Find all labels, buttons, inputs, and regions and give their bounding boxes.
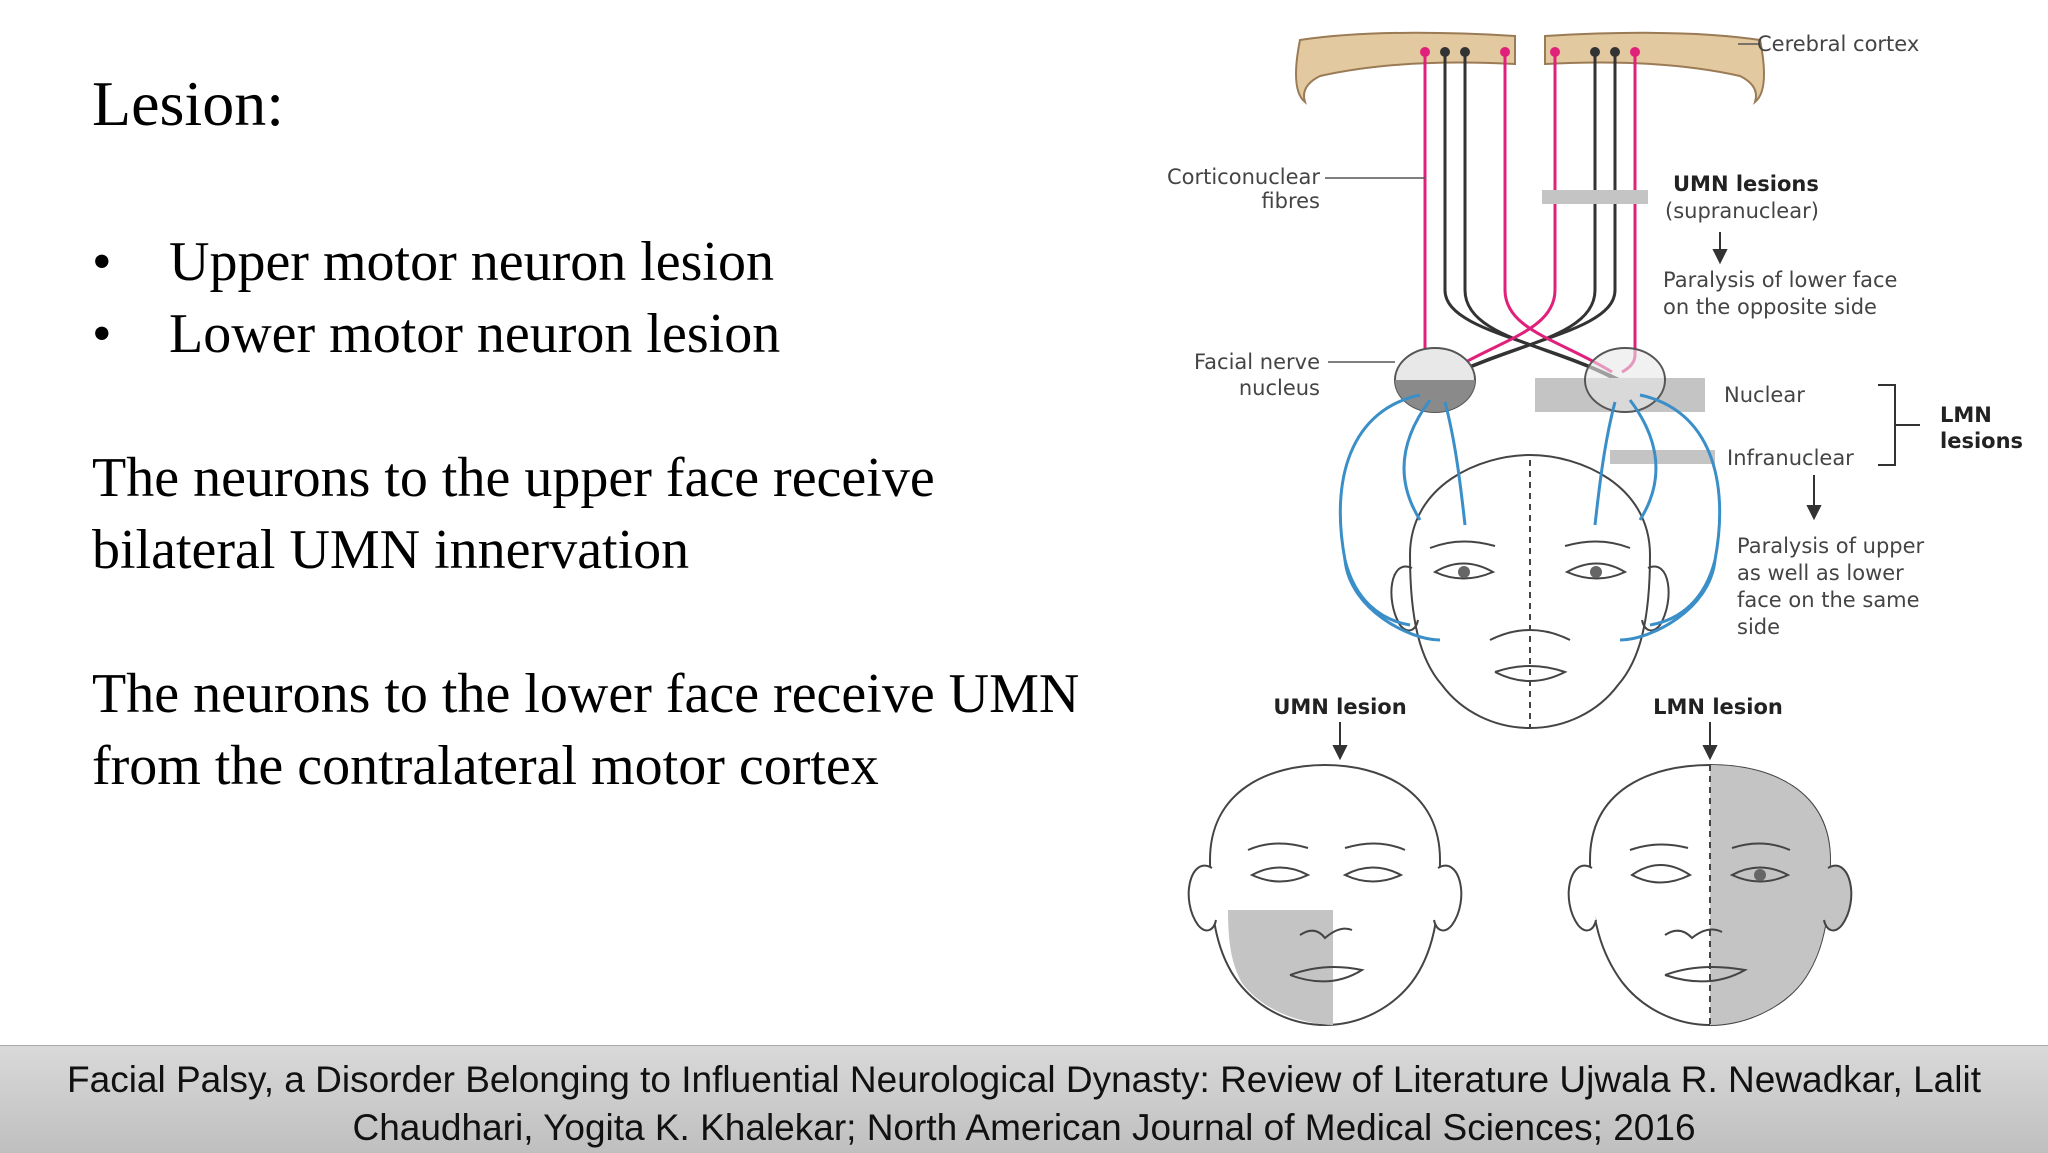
eye-right xyxy=(1564,562,1628,580)
eye-left xyxy=(1432,562,1496,580)
label-lmn: LMN xyxy=(1940,403,1992,427)
arrow-head xyxy=(1702,745,1718,761)
neuron-body-black xyxy=(1440,47,1450,57)
fibre-pink xyxy=(1621,52,1637,374)
facial-nerve-branch-left xyxy=(1343,559,1441,642)
cerebral-cortex-left xyxy=(1295,31,1516,105)
nose-lmn xyxy=(1664,928,1723,940)
ear-left-umn xyxy=(1187,864,1217,932)
bullet-item: • Lower motor neuron lesion xyxy=(92,298,780,370)
label-paralysis-upper-4: side xyxy=(1737,615,1780,639)
mouth xyxy=(1494,665,1568,682)
iris-right xyxy=(1590,566,1602,578)
eyebrow-left-lmn xyxy=(1629,843,1689,851)
neuron-body-pink xyxy=(1500,47,1510,57)
label-corticonuclear: Corticonuclear xyxy=(1167,165,1320,189)
slide-title: Lesion: xyxy=(92,68,284,139)
eyebrow-left-umn xyxy=(1247,842,1309,851)
label-umn-lesion: UMN lesion xyxy=(1273,695,1406,719)
ear-right-umn xyxy=(1433,864,1463,932)
ear-left-top xyxy=(1390,565,1419,632)
fibre-black xyxy=(1434,52,1597,387)
label-nucleus: nucleus xyxy=(1239,376,1320,400)
arrow-head xyxy=(1712,249,1728,265)
eye-left-umn xyxy=(1249,866,1311,883)
neuron-body-black xyxy=(1590,47,1600,57)
facial-nerve-branch-right xyxy=(1593,401,1617,526)
fibre-pink xyxy=(1423,52,1439,374)
label-umn-lesions: UMN lesions xyxy=(1673,172,1819,196)
cerebral-cortex-right xyxy=(1544,31,1765,105)
eyebrow-right-lmn xyxy=(1731,842,1791,851)
label-paralysis-upper-2: as well as lower xyxy=(1737,561,1904,585)
label-paralysis-upper-1: Paralysis of upper xyxy=(1737,534,1925,558)
paragraph-upper-face: The neurons to the upper face receive bi… xyxy=(92,447,935,581)
label-fibres: fibres xyxy=(1261,189,1320,213)
iris-right-lmn xyxy=(1754,869,1766,881)
label-lesions: lesions xyxy=(1940,429,2023,453)
bullet-dot: • xyxy=(92,231,112,293)
label-paralysis-upper-3: face on the same xyxy=(1737,588,1920,612)
nose-umn xyxy=(1299,927,1353,940)
ear-left-lmn xyxy=(1567,864,1597,932)
bullet-item: • Upper motor neuron lesion xyxy=(92,226,780,298)
mouth-lmn xyxy=(1664,965,1748,983)
eye-right-umn xyxy=(1342,866,1404,883)
label-nuclear: Nuclear xyxy=(1724,383,1805,407)
eyebrow-left xyxy=(1429,540,1496,549)
neuron-body-pink xyxy=(1550,47,1560,57)
facial-nerve-branch-right xyxy=(1639,393,1722,627)
ear-right-top xyxy=(1641,565,1670,632)
facial-nerve-branch-left xyxy=(1402,399,1432,521)
head-outline-top xyxy=(1408,453,1652,730)
citation-footer: Facial Palsy, a Disorder Belonging to In… xyxy=(0,1045,2048,1153)
label-lmn-lesion: LMN lesion xyxy=(1653,695,1783,719)
infranuclear-lesion-marker xyxy=(1610,450,1715,464)
label-paralysis-lower-1: Paralysis of lower face xyxy=(1663,268,1897,292)
facial-nerve-branch-left xyxy=(1443,401,1467,526)
neuron-body-black xyxy=(1610,47,1620,57)
iris-left xyxy=(1458,566,1470,578)
umn-lesion-marker xyxy=(1542,190,1648,204)
fibre-black xyxy=(1463,52,1626,387)
bullet-text: Lower motor neuron lesion xyxy=(169,303,781,365)
label-facial-nerve: Facial nerve xyxy=(1194,350,1320,374)
facial-nerve-branch-left xyxy=(1338,393,1421,627)
mouth-umn xyxy=(1289,966,1365,983)
neuron-body-pink xyxy=(1630,47,1640,57)
umn-lower-face-shade xyxy=(1228,910,1333,1025)
arrow-head xyxy=(1806,505,1822,521)
eye-right-lmn xyxy=(1729,866,1791,883)
arrow-head xyxy=(1332,745,1348,761)
ear-right-lmn xyxy=(1823,864,1853,932)
lmn-half-face-shade xyxy=(1710,765,1830,1025)
lmn-bracket xyxy=(1878,384,1920,466)
label-cerebral-cortex: Cerebral cortex xyxy=(1757,32,1919,56)
label-supranuclear: (supranuclear) xyxy=(1665,199,1819,223)
neuron-body-black xyxy=(1460,47,1470,57)
facial-nerve-branch-right xyxy=(1628,399,1658,521)
paragraph-lower-face: The neurons to the lower face receive UM… xyxy=(92,663,1080,797)
bullet-list: • Upper motor neuron lesion • Lower motor … xyxy=(92,226,780,370)
label-infranuclear: Infranuclear xyxy=(1727,446,1854,470)
eyebrow-right-umn xyxy=(1344,842,1406,851)
neuron-body-pink xyxy=(1420,47,1430,57)
facial-nucleus-left-lower xyxy=(1395,380,1475,412)
slide-text-area: Lesion: • Upper motor neuron lesion • Lowe… xyxy=(92,0,1112,1040)
citation-text: Facial Palsy, a Disorder Belonging to In… xyxy=(67,1059,1981,1148)
facial-nerve-diagram: Cerebral cortex Corticonuclear fibres UM… xyxy=(1167,31,2023,1027)
eye-left-lmn-open xyxy=(1630,864,1692,884)
bullet-dot: • xyxy=(92,303,112,365)
eyebrow-right xyxy=(1564,540,1631,549)
bullet-text: Upper motor neuron lesion xyxy=(169,231,774,293)
facial-nerve-branch-right xyxy=(1619,559,1717,642)
nose xyxy=(1489,629,1571,641)
label-paralysis-lower-2: on the opposite side xyxy=(1663,295,1877,319)
facial-nucleus-right xyxy=(1584,347,1666,413)
